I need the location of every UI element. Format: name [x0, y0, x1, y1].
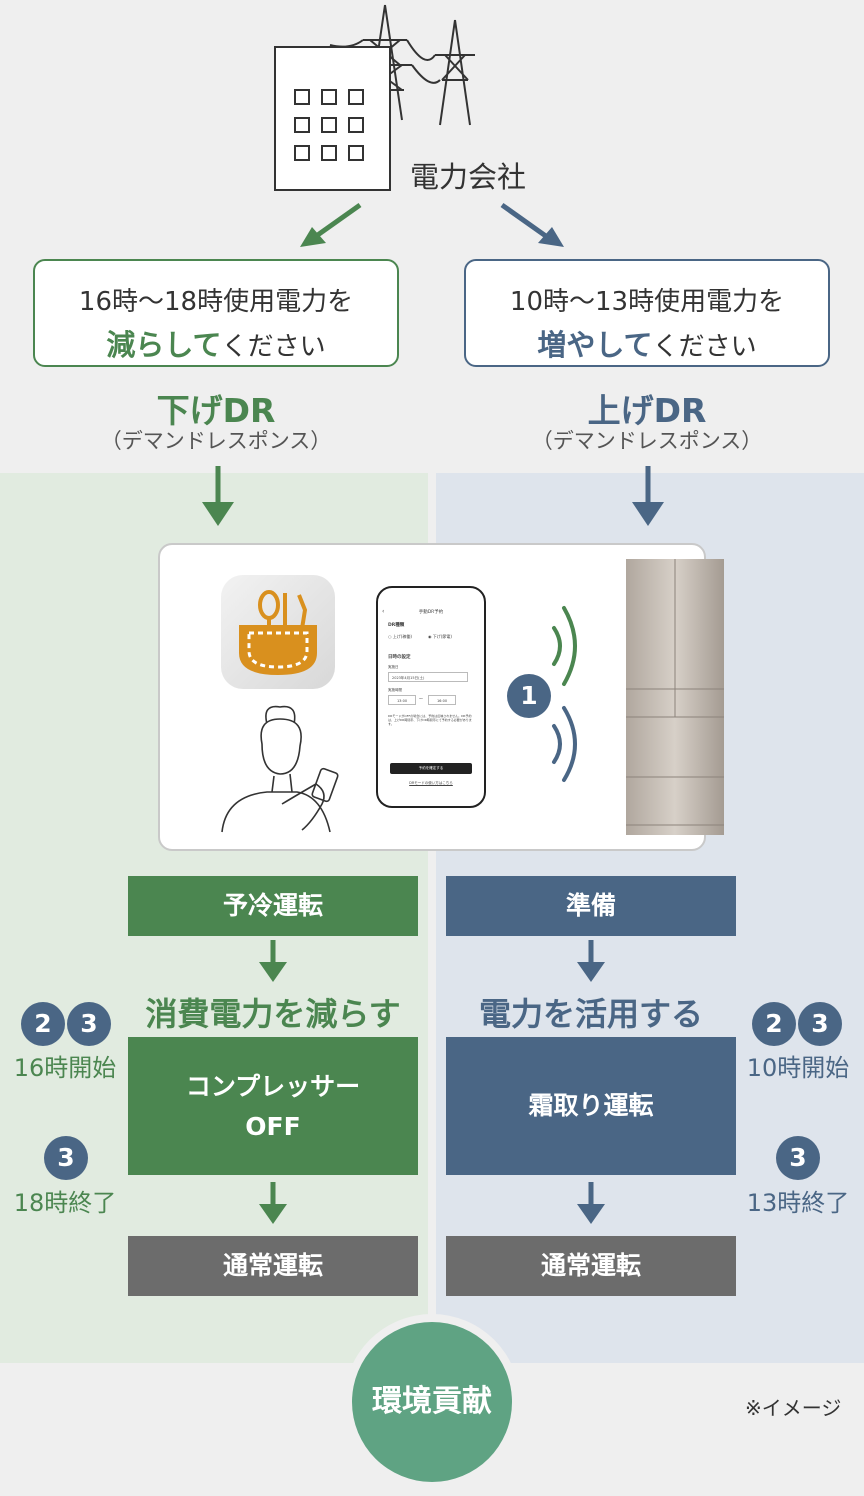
down-dr-subtitle: （デマンドレスポンス）	[100, 429, 332, 453]
phone-mockup: ‹ 手動DR予約 DR種類 ○ 上げ(稼働) ◉ 下げ(節電) 日時の設定 実施…	[376, 586, 486, 808]
dr-type-label: DR種類	[388, 623, 405, 628]
increase-request-text: 10時〜13時使用電力を	[509, 287, 785, 317]
arrow-down-icon	[202, 466, 234, 526]
step-3-badge: 3	[798, 1002, 842, 1046]
time-start-field[interactable]: 13:00	[388, 695, 416, 705]
time-label: 実施時間	[388, 688, 402, 692]
reduce-highlight: 減らして	[106, 328, 222, 362]
environmental-contribution-badge: 環境貢献	[352, 1322, 512, 1482]
down-dr-title: 下げDR	[156, 391, 276, 430]
off-label: OFF	[245, 1112, 301, 1141]
step-3-badge: 3	[44, 1136, 88, 1180]
radio-down-label: 下げ(節電)	[432, 634, 452, 639]
date-label: 実施日	[388, 665, 399, 669]
step-2-badge: 2	[21, 1002, 65, 1046]
normal-operation-step-left: 通常運転	[128, 1236, 418, 1296]
arrow-down-icon	[632, 466, 664, 526]
step-2-badge: 2	[752, 1002, 796, 1046]
up-dr-title: 上げDR	[587, 391, 707, 430]
arrow-down-icon	[259, 940, 287, 982]
step-3-badge: 3	[67, 1002, 111, 1046]
app-icon	[221, 575, 335, 689]
start-time-label-right: 10時開始	[746, 1054, 850, 1082]
reduce-request-text: 16時〜18時使用電力を	[78, 287, 354, 317]
arrow-down-icon	[577, 1182, 605, 1224]
defrost-operation-step: 霜取り運転	[446, 1037, 736, 1175]
date-field[interactable]: 2023年4月15日(土)	[388, 672, 468, 682]
reduce-request-box: 16時〜18時使用電力を 減らしてください	[33, 259, 399, 367]
end-time-label-right: 13時終了	[746, 1189, 850, 1217]
increase-highlight: 増やして	[537, 328, 653, 362]
radio-down[interactable]: ◉ 下げ(節電)	[428, 634, 452, 639]
end-time-label-left: 18時終了	[13, 1189, 117, 1217]
power-company-illustration	[274, 4, 475, 191]
time-separator: 〜	[419, 696, 423, 701]
normal-operation-step-right: 通常運転	[446, 1236, 736, 1296]
arrow-down-left-icon	[300, 202, 362, 247]
refrigerator-illustration	[626, 559, 724, 835]
increase-request-box: 10時〜13時使用電力を 増やしてください	[464, 259, 830, 367]
back-icon[interactable]: ‹	[382, 608, 385, 615]
radio-up[interactable]: ○ 上げ(稼働)	[388, 634, 412, 639]
preparation-step: 準備	[446, 876, 736, 936]
use-power-title: 電力を活用する	[478, 995, 703, 1033]
image-note: ※イメージ	[745, 1396, 842, 1420]
arrow-down-icon	[577, 940, 605, 982]
step-1-badge: 1	[507, 674, 551, 718]
wireless-signal-icon	[552, 606, 577, 782]
radio-up-label: 上げ(稼働)	[392, 634, 412, 639]
arrow-down-icon	[259, 1182, 287, 1224]
up-dr-subtitle: （デマンドレスポンス）	[531, 429, 763, 453]
pre-cooling-step: 予冷運転	[128, 876, 418, 936]
kitchen-pocket-icon	[239, 590, 317, 675]
reduce-consumption-title: 消費電力を減らす	[145, 995, 401, 1033]
confirm-reservation-button[interactable]: 予約を確定する	[390, 763, 472, 774]
step-3-badge: 3	[776, 1136, 820, 1180]
time-end-field[interactable]: 16:00	[428, 695, 456, 705]
dr-mode-help-link[interactable]: DRモードの使い方はこちら	[409, 781, 453, 785]
phone-header: 手動DR予約	[418, 610, 444, 615]
date-value: 2023年4月15日(土)	[392, 676, 425, 680]
start-time-label-left: 16時開始	[13, 1054, 117, 1082]
compressor-label: コンプレッサー	[185, 1072, 361, 1101]
phone-note: DRモードがOFFの場合には、予約は反映されません。DR予約は、上げDR時間帯、…	[388, 714, 472, 726]
power-company-label: 電力会社	[410, 160, 527, 194]
reduce-request-rest: ください	[221, 332, 326, 362]
person-with-phone-illustration	[221, 705, 339, 833]
increase-request-rest: ください	[652, 332, 757, 362]
compressor-off-step: コンプレッサー OFF	[128, 1037, 418, 1175]
arrow-down-right-icon	[500, 202, 564, 247]
schedule-label: 日時の設定	[388, 655, 411, 660]
